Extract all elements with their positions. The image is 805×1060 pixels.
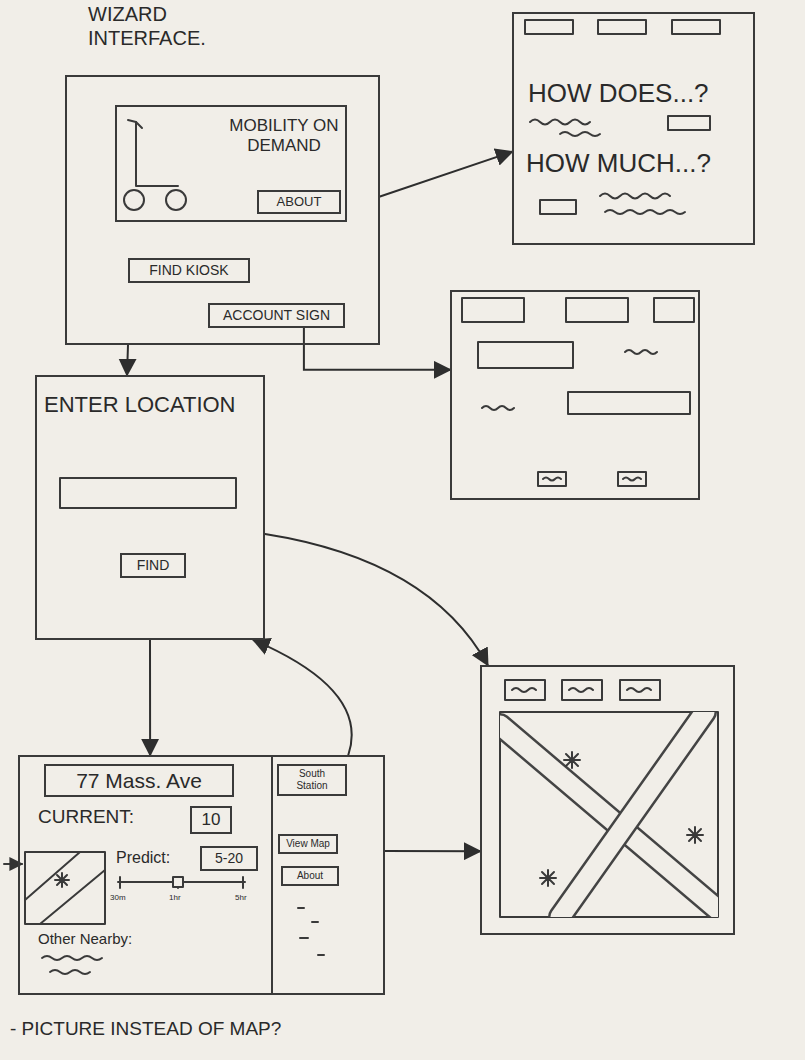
screen-frame: HOW DOES...? HOW MUCH...?	[512, 12, 755, 245]
sketch-title: WIZARD INTERFACE.	[88, 2, 258, 50]
screen-text: CURRENT:	[38, 806, 134, 829]
button-label: 77 Mass. Ave	[52, 768, 226, 793]
value-box: 5-20	[200, 846, 258, 871]
button-label: View Map	[286, 838, 330, 850]
flow-arrow	[304, 328, 450, 370]
screen-text: HOW MUCH...?	[526, 148, 711, 179]
flow-arrow	[380, 152, 512, 197]
screen-text: Other Nearby:	[38, 930, 132, 948]
screen-text: 5hr	[235, 893, 247, 903]
button-label: About	[289, 870, 331, 882]
button-label: 5-20	[208, 850, 250, 867]
button: View Map	[278, 834, 338, 854]
screen-frame: MOBILITY ON DEMAND ABOUT FIND KIOSK ACCOUNT…	[65, 75, 380, 345]
address-field: 77 Mass. Ave	[44, 764, 234, 797]
button: FIND KIOSK	[128, 258, 250, 283]
button-label: 10	[198, 810, 224, 830]
flow-arrow	[149, 640, 151, 755]
screen-frame	[480, 665, 735, 935]
button: ACCOUNT SIGN	[208, 303, 345, 328]
screen-frame: CURRENT: Predict: 30m 1hr 5hrOther Nearby: 77…	[18, 755, 385, 995]
button: ABOUT	[257, 190, 341, 214]
logo-panel: MOBILITY ON DEMAND ABOUT	[115, 105, 347, 222]
sketch-note: - PICTURE INSTEAD OF MAP?	[10, 1018, 281, 1041]
screen-text: HOW DOES...?	[528, 78, 709, 109]
screen-text: South Station	[283, 768, 341, 792]
flow-arrow	[254, 640, 352, 755]
flow-arrow	[265, 534, 488, 665]
button-label: ABOUT	[265, 194, 333, 210]
button: About	[281, 866, 339, 886]
value-box: 10	[190, 806, 232, 834]
button-label: ACCOUNT SIGN	[216, 307, 337, 324]
flow-arrow	[385, 850, 480, 852]
button-label: FIND KIOSK	[136, 262, 242, 279]
screen-text: 1hr	[169, 893, 181, 903]
button: South Station	[277, 764, 347, 796]
screen-text: ENTER LOCATION	[44, 392, 236, 418]
button-label: FIND	[128, 557, 178, 574]
screen-text: MOBILITY ON DEMAND	[228, 116, 340, 157]
screen-frame	[450, 290, 700, 500]
button: FIND	[120, 553, 186, 578]
screen-frame: ENTER LOCATION FIND	[35, 375, 265, 640]
screen-text: 30m	[110, 893, 126, 903]
screen-text: Predict:	[116, 848, 170, 867]
flow-arrow	[127, 345, 128, 375]
